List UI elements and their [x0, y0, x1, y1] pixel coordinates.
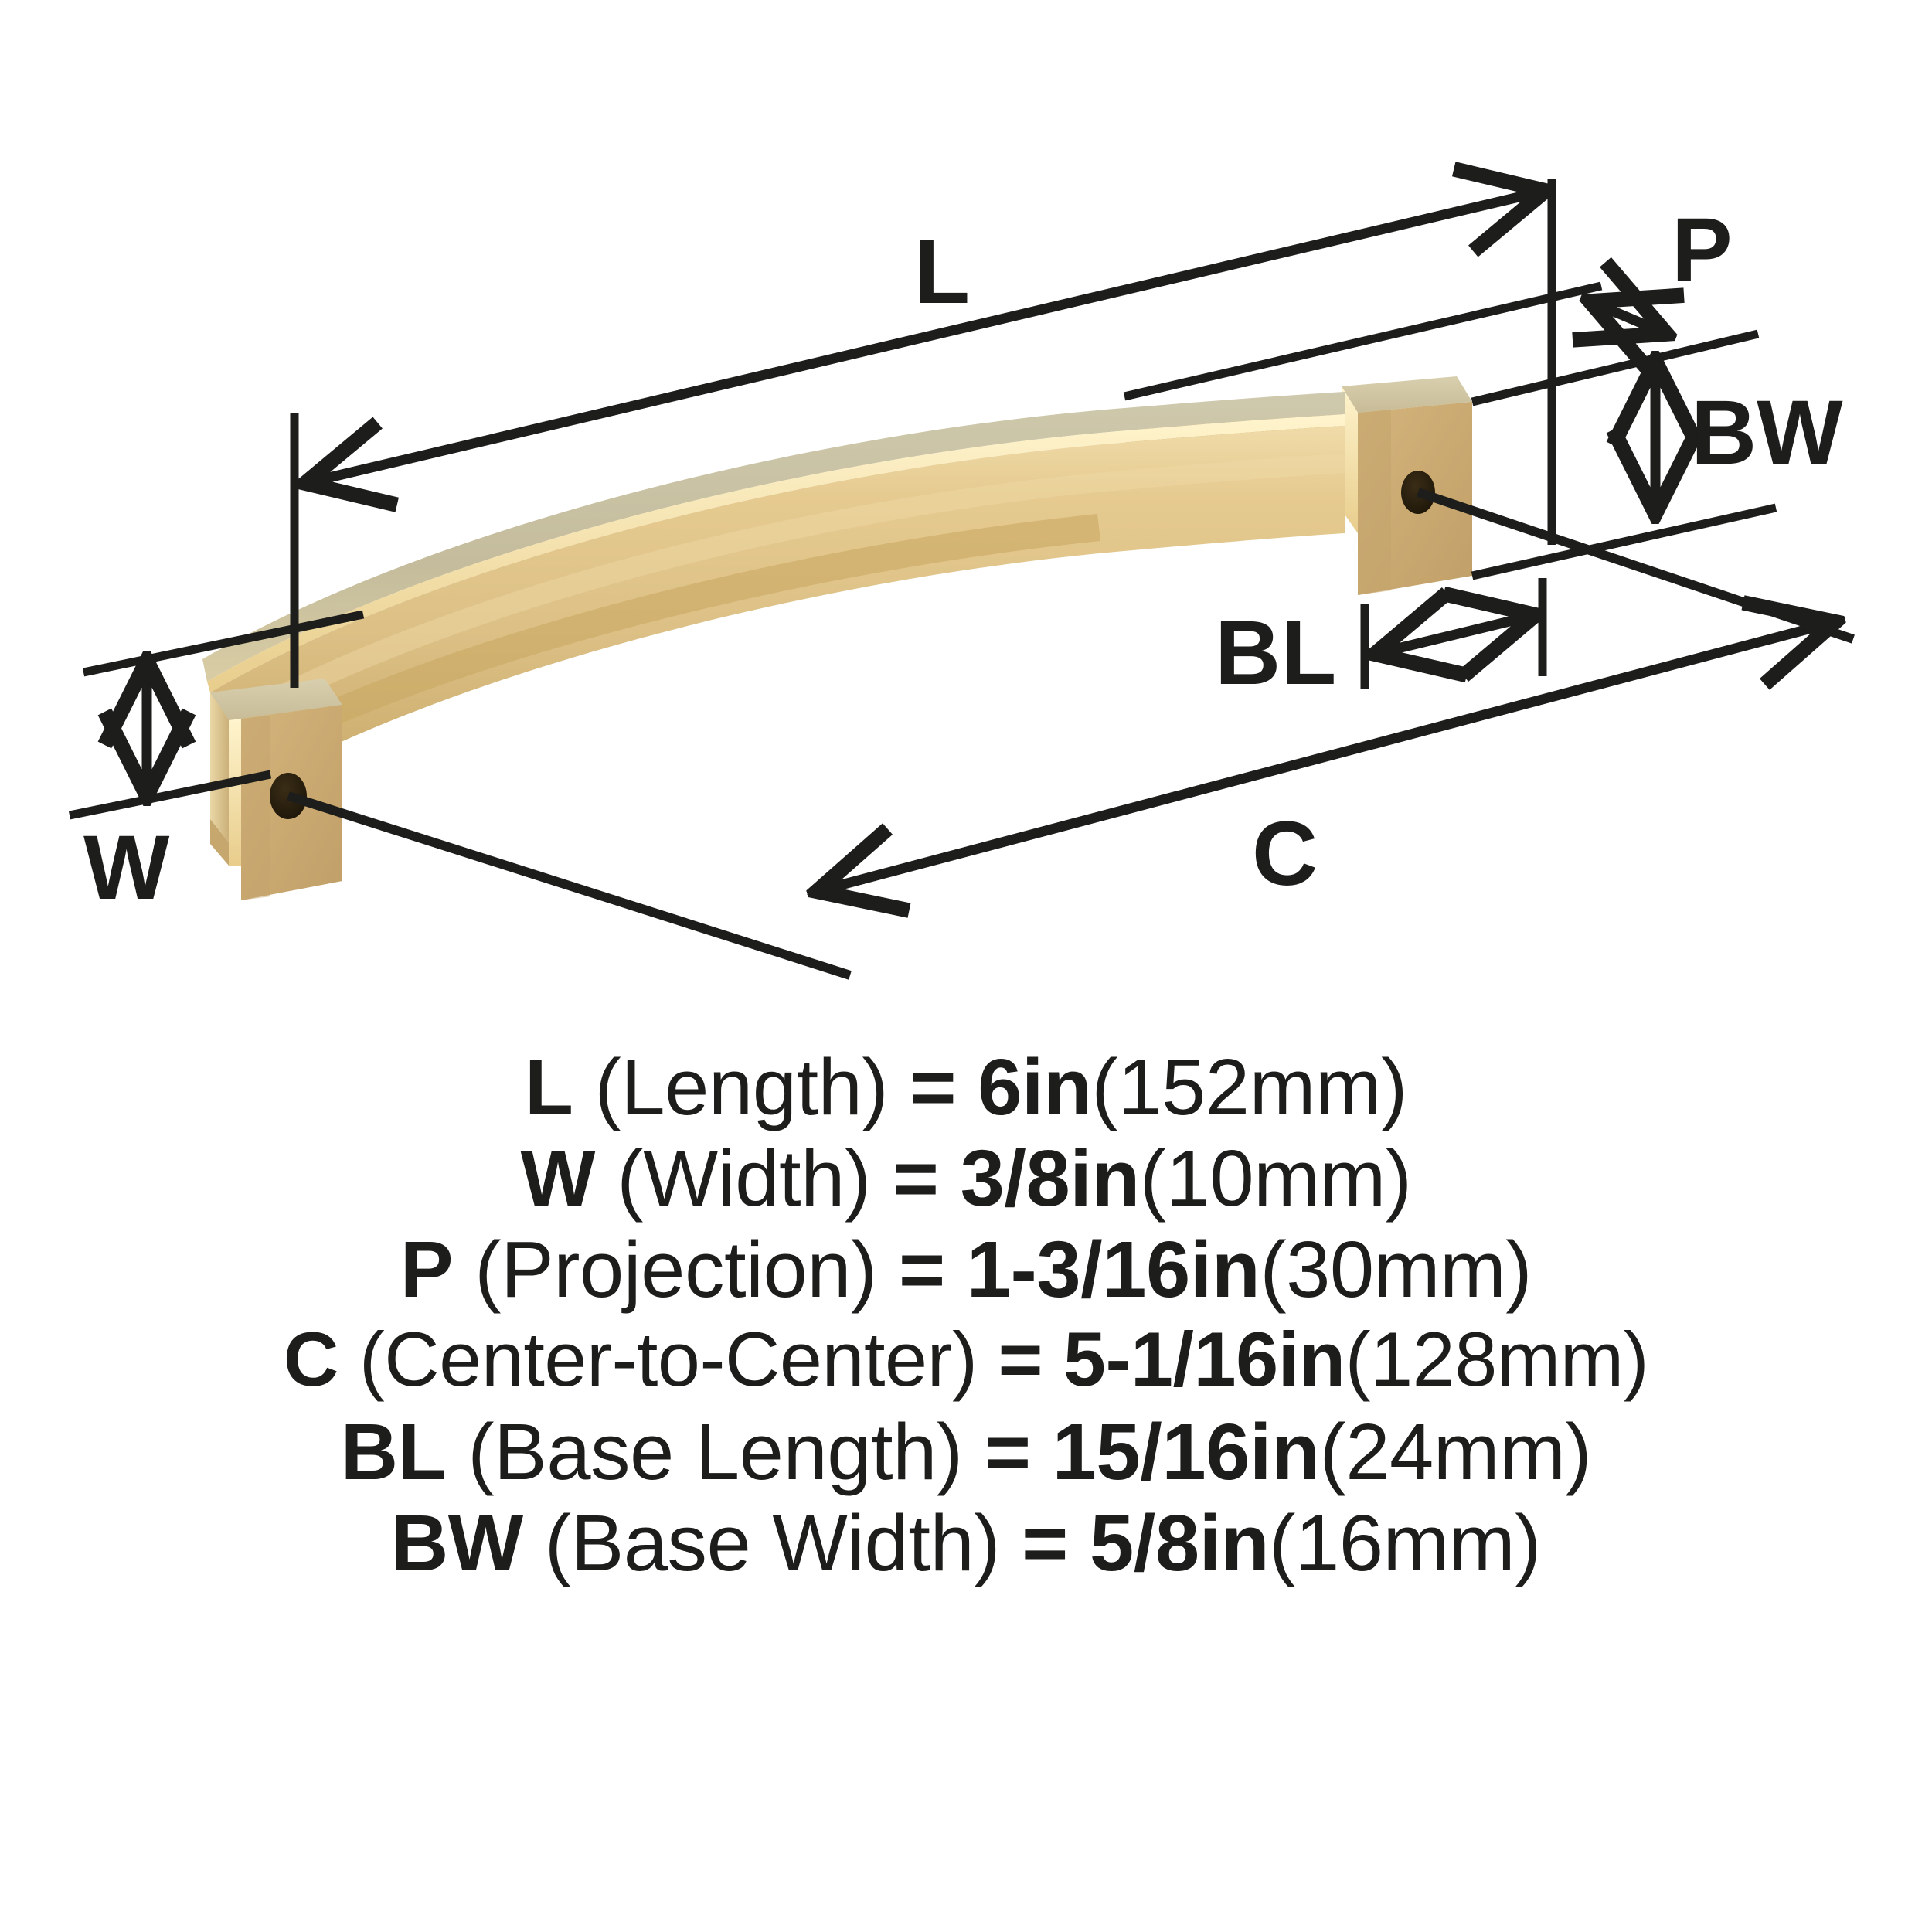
- legend-value-mm: (16mm): [1269, 1498, 1541, 1587]
- arch-inner-recess: [332, 514, 1100, 725]
- legend-name: (Base Width): [544, 1498, 1001, 1587]
- legend-abbr: BL: [340, 1407, 447, 1496]
- legend-abbr: C: [283, 1316, 339, 1402]
- legend-abbr: P: [400, 1225, 454, 1314]
- product-diagram: L P BW BL C W: [68, 162, 1855, 980]
- left-foot-top: [210, 679, 342, 720]
- p-dimension-line: [1594, 303, 1663, 332]
- legend-name: (Width): [617, 1134, 871, 1223]
- dimension-legend: L (Length) = 6in(152mm) W (Width) = 3/8i…: [0, 1047, 1932, 1897]
- legend-abbr: W: [520, 1134, 596, 1223]
- right-foot-face-shade: [1358, 410, 1391, 595]
- bw-extension-lower: [1471, 503, 1777, 580]
- legend-value-mm: (152mm): [1091, 1043, 1407, 1131]
- legend-row-base-length: BL (Base Length) = 15/16in(24mm): [0, 1412, 1932, 1503]
- legend-value-inches: 3/8in: [960, 1134, 1141, 1223]
- dimension-annotations: [68, 179, 1855, 980]
- legend-value-inches: 15/16in: [1052, 1407, 1320, 1496]
- legend-value-mm: (128mm): [1345, 1316, 1649, 1402]
- legend-name: (Projection): [474, 1225, 877, 1314]
- left-foot-edge-highlight: [229, 719, 241, 866]
- left-foot-face-shade: [241, 716, 270, 900]
- legend-row-length: L (Length) = 6in(152mm): [0, 1047, 1932, 1138]
- callout-letter-C: C: [1252, 803, 1318, 905]
- legend-equals: =: [998, 1316, 1043, 1402]
- legend-value-inches: 5/8in: [1089, 1498, 1270, 1587]
- legend-equals: =: [898, 1225, 945, 1314]
- legend-value-inches: 1-3/16in: [966, 1225, 1260, 1314]
- legend-equals: =: [910, 1043, 956, 1131]
- legend-equals: =: [984, 1407, 1031, 1496]
- l-dimension-line: [309, 192, 1542, 482]
- legend-value-inches: 5-1/16in: [1063, 1316, 1345, 1402]
- legend-abbr: L: [525, 1043, 573, 1131]
- legend-name: (Center-to-Center): [359, 1316, 978, 1402]
- legend-abbr: BW: [391, 1498, 523, 1587]
- callout-letter-W: W: [83, 817, 170, 919]
- p-extension-upper: [1123, 281, 1603, 401]
- c-leader-left: [287, 791, 852, 980]
- legend-value-mm: (10mm): [1139, 1134, 1412, 1223]
- legend-equals: =: [892, 1134, 939, 1223]
- diagram-svg: L P BW BL C W: [68, 162, 1855, 980]
- legend-name: (Length): [594, 1043, 889, 1131]
- legend-value-mm: (30mm): [1260, 1225, 1532, 1314]
- c-dimension-line: [821, 623, 1832, 890]
- legend-row-projection: P (Projection) = 1-3/16in(30mm): [0, 1230, 1932, 1321]
- legend-value-mm: (24mm): [1319, 1407, 1592, 1496]
- left-foot-side: [210, 692, 229, 842]
- dimension-callout-letters: L P BW BL C W: [83, 199, 1843, 919]
- callout-letter-P: P: [1672, 199, 1733, 301]
- callout-letter-L: L: [914, 221, 970, 323]
- legend-equals: =: [1022, 1498, 1068, 1587]
- callout-letter-BW: BW: [1691, 382, 1843, 484]
- legend-name: (Base Length): [468, 1407, 963, 1496]
- legend-row-width: W (Width) = 3/8in(10mm): [0, 1138, 1932, 1230]
- callout-letter-BL: BL: [1215, 602, 1336, 704]
- legend-row-center-to-center: C (Center-to-Center) = 5-1/16in(128mm): [0, 1321, 1932, 1412]
- legend-value-inches: 6in: [978, 1043, 1092, 1131]
- left-foot-lower-shade: [210, 819, 229, 866]
- legend-row-base-width: BW (Base Width) = 5/8in(16mm): [0, 1503, 1932, 1594]
